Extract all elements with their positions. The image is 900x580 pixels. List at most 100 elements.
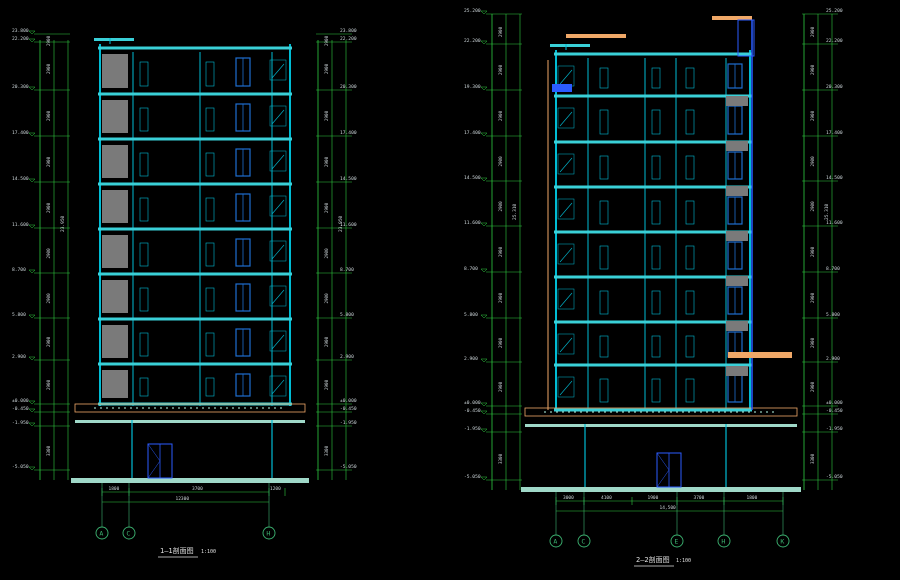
door-opening bbox=[599, 245, 609, 270]
elevation-marker bbox=[28, 422, 36, 427]
door-opening bbox=[205, 107, 215, 132]
door-opening bbox=[599, 109, 609, 135]
floor-height-label: 2900 bbox=[498, 201, 503, 212]
floor-height-label: 2900 bbox=[324, 202, 329, 213]
dimension-label: 4100 bbox=[601, 495, 612, 501]
dimension-label: 3700 bbox=[694, 495, 705, 501]
stair-flight bbox=[559, 337, 573, 353]
total-height-label: 25.310 bbox=[512, 203, 518, 220]
stair-rail bbox=[557, 198, 575, 220]
elevation-label: ±0.000 bbox=[340, 398, 357, 404]
elevation-label: 22.200 bbox=[340, 36, 357, 42]
soil-hatch bbox=[280, 407, 282, 409]
elevation-label: 5.800 bbox=[12, 312, 26, 318]
door-opening bbox=[205, 287, 215, 312]
elevation-label: -0.450 bbox=[464, 408, 481, 414]
floor-height-label: 2900 bbox=[498, 381, 503, 392]
basement-door bbox=[147, 443, 161, 462]
floor-height-label: 2900 bbox=[498, 246, 503, 257]
soil-hatch bbox=[712, 411, 714, 413]
door-opening bbox=[139, 152, 149, 177]
soil-hatch bbox=[202, 407, 204, 409]
elevation-marker bbox=[28, 408, 36, 413]
soil-hatch bbox=[232, 407, 234, 409]
soil-hatch bbox=[754, 411, 756, 413]
floor-height-label: 2900 bbox=[46, 35, 51, 46]
balcony-slab bbox=[726, 321, 748, 331]
stair-rail bbox=[557, 65, 575, 87]
soil-hatch bbox=[598, 411, 600, 413]
roof-parapet bbox=[94, 38, 134, 41]
floor-height-label: 2900 bbox=[46, 293, 51, 304]
floor-height-label: 2900 bbox=[46, 379, 51, 390]
elevation-marker bbox=[28, 466, 36, 471]
overall-dimension-label: 12300 bbox=[176, 496, 190, 502]
elevation-label: 11.600 bbox=[464, 220, 481, 226]
section-title-left: 1—1剖面图 bbox=[160, 546, 194, 555]
stair-flight bbox=[271, 289, 285, 305]
elevation-label: 8.700 bbox=[826, 266, 840, 272]
section-scale-right: 1:100 bbox=[676, 558, 691, 564]
floor-height-label: 2900 bbox=[810, 246, 815, 257]
ground-floor-slab bbox=[524, 407, 798, 417]
balcony-slab bbox=[726, 276, 748, 286]
soil-hatch bbox=[262, 407, 264, 409]
roof-parapet bbox=[550, 44, 590, 47]
stair-flight bbox=[271, 154, 285, 170]
axis-label: A bbox=[99, 529, 103, 537]
floor-height-label: 2900 bbox=[810, 292, 815, 303]
soil-hatch bbox=[760, 411, 762, 413]
door-opening bbox=[685, 109, 695, 135]
floor-height-label: 2900 bbox=[498, 337, 503, 348]
floor-slab bbox=[554, 140, 752, 144]
elevation-label: 14.500 bbox=[826, 175, 843, 181]
soil-hatch bbox=[268, 407, 270, 409]
axis-label: H bbox=[721, 537, 725, 545]
soil-hatch bbox=[208, 407, 210, 409]
soil-hatch bbox=[118, 407, 120, 409]
elevation-marker bbox=[480, 86, 488, 91]
door-opening bbox=[139, 287, 149, 312]
dimension-label: 1200 bbox=[270, 486, 281, 492]
floor-height-label: 2900 bbox=[810, 381, 815, 392]
floor-height-label: 2900 bbox=[324, 110, 329, 121]
foundation-slab bbox=[71, 478, 309, 483]
floor-height-label: 2900 bbox=[810, 337, 815, 348]
soil-hatch bbox=[142, 407, 144, 409]
floor-height-label: 2900 bbox=[498, 64, 503, 75]
soil-hatch bbox=[94, 407, 96, 409]
axis-bubble bbox=[122, 526, 136, 540]
stair-flight bbox=[271, 199, 285, 215]
soil-hatch bbox=[736, 411, 738, 413]
elevation-marker bbox=[28, 400, 36, 405]
elevation-label: ±0.000 bbox=[464, 400, 481, 406]
dimension-label: 1800 bbox=[747, 495, 758, 501]
elevation-marker bbox=[480, 40, 488, 45]
door-opening bbox=[139, 107, 149, 132]
door-opening bbox=[651, 290, 661, 315]
soil-hatch bbox=[100, 407, 102, 409]
soil-hatch bbox=[772, 411, 774, 413]
floor-slab bbox=[554, 275, 752, 279]
elevation-label: -0.450 bbox=[12, 406, 29, 412]
door-opening bbox=[685, 67, 695, 89]
stair-flight bbox=[271, 109, 285, 125]
soil-hatch bbox=[562, 411, 564, 413]
soil-hatch bbox=[256, 407, 258, 409]
elevation-label: -1.950 bbox=[340, 420, 357, 426]
elevation-marker bbox=[28, 224, 36, 229]
axis-bubble bbox=[262, 526, 276, 540]
floor-slab bbox=[554, 320, 752, 324]
door-opening bbox=[651, 155, 661, 180]
door-opening bbox=[205, 242, 215, 267]
axis-bubble bbox=[670, 534, 684, 548]
soil-hatch bbox=[640, 411, 642, 413]
elevation-label: 8.700 bbox=[340, 267, 354, 273]
elevation-label: ±0.000 bbox=[12, 398, 29, 404]
elevation-marker bbox=[480, 410, 488, 415]
elevation-label: 11.600 bbox=[340, 222, 357, 228]
elevation-label: 25.200 bbox=[826, 8, 843, 14]
dimension-label: 3000 bbox=[563, 495, 574, 501]
floor-height-label: 2900 bbox=[324, 293, 329, 304]
roof-edge bbox=[566, 34, 626, 38]
